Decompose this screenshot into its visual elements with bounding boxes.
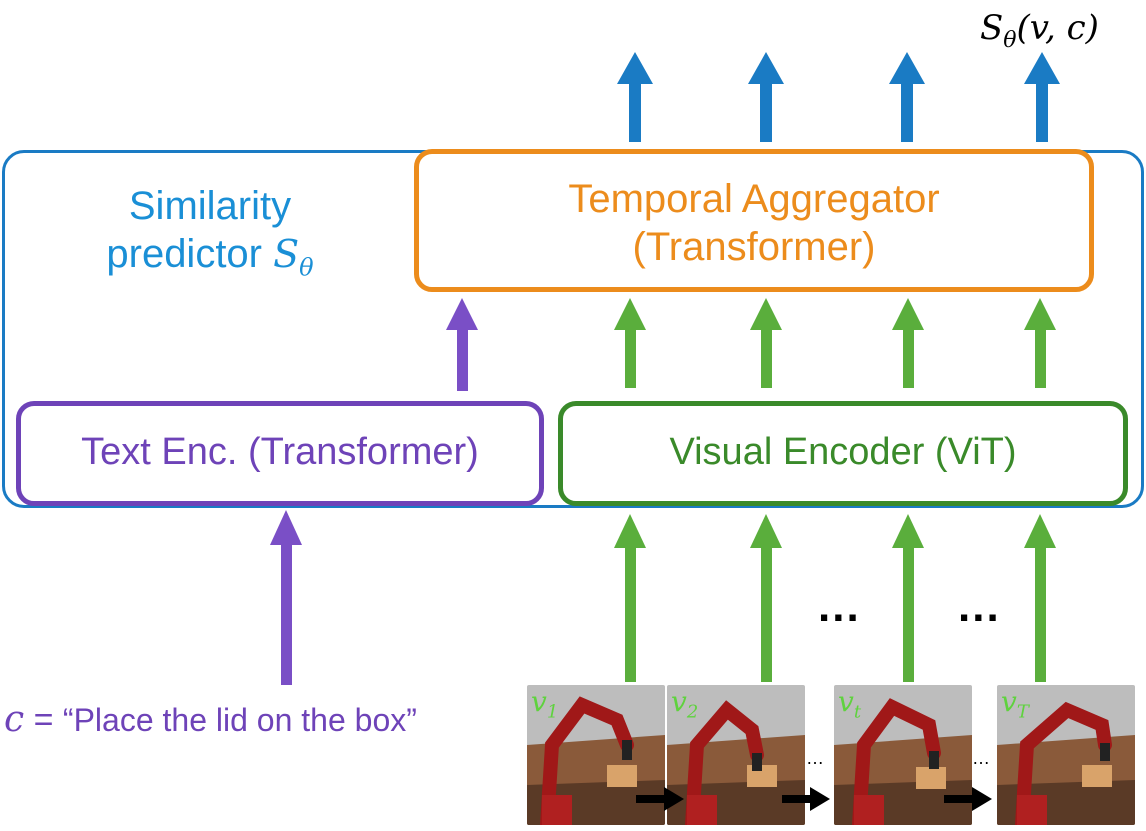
temporal-aggregator-box xyxy=(414,149,1094,292)
frames-to-visual-encoder-arrows xyxy=(614,514,1056,682)
visual-to-aggregator-arrows xyxy=(614,298,1056,388)
temporal-aggregator-label: Temporal Aggregator (Transformer) xyxy=(568,177,940,269)
video-frame-2: v2 xyxy=(667,685,805,825)
text-to-aggregator-arrow xyxy=(446,298,478,391)
frame-label-T: vT xyxy=(1001,685,1029,723)
output-arrows xyxy=(617,52,1060,142)
visual-encoder-label: Visual Encoder (ViT) xyxy=(669,431,1017,473)
frame-label-1: v1 xyxy=(531,685,559,723)
text-encoder-label: Text Enc. (Transformer) xyxy=(81,431,479,473)
frame-gap-dots-1: … xyxy=(806,748,824,768)
text-encoder-box xyxy=(16,401,544,506)
instruction-caption: c = “Place the lid on the box” xyxy=(4,699,417,740)
frame-label-2: v2 xyxy=(671,685,699,723)
ellipsis-middle: ... xyxy=(818,582,861,631)
visual-encoder-box xyxy=(558,401,1128,506)
frame-label-t: vt xyxy=(838,685,862,723)
similarity-predictor-title: Similarity predictor Sθ xyxy=(106,184,314,282)
output-label: Sθ(v, c) xyxy=(980,8,1099,53)
video-frame-t: vt xyxy=(834,685,972,825)
frame-gap-dots-2: … xyxy=(972,748,990,768)
ellipsis-right: ... xyxy=(958,582,1001,631)
caption-to-text-encoder-arrow xyxy=(270,510,302,685)
video-frame-T: vT xyxy=(997,685,1135,825)
